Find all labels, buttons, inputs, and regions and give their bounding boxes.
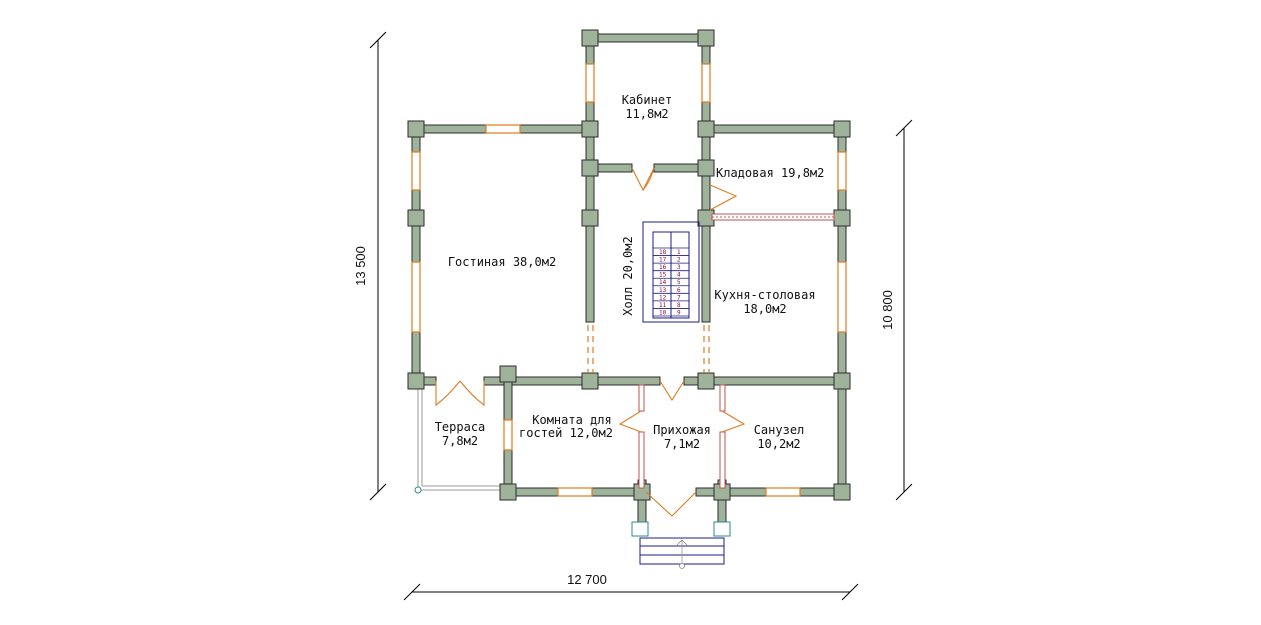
room-labels: Кабинет 11,8м2 Кладовая 19,8м2 Гостиная … — [435, 93, 825, 451]
stair-step-number: 10 — [659, 309, 667, 316]
terrace-outline — [414, 388, 506, 494]
room-kladovaya: Кладовая 19,8м2 — [716, 166, 824, 180]
room-terrasa-name: Терраса — [435, 420, 486, 434]
room-komnata-line1: Комната для — [532, 413, 611, 427]
wall-corners — [407, 29, 851, 501]
stair-step-number: 14 — [659, 279, 667, 286]
room-sanuzel-area: 10,2м2 — [757, 437, 800, 451]
entrance-steps — [631, 521, 731, 569]
dimension-labels: 12 700 13 500 10 800 — [353, 246, 895, 587]
stair-step-number: 1 — [677, 249, 681, 256]
stair-step-number: 8 — [677, 302, 681, 309]
dimension-height-right: 10 800 — [880, 290, 895, 330]
stair-step-number: 4 — [677, 272, 681, 279]
room-sanuzel-name: Санузел — [754, 423, 805, 437]
room-prihozhaya-name: Прихожая — [653, 423, 711, 437]
room-kabinet-name: Кабинет — [622, 93, 673, 107]
pantry-partition — [711, 213, 835, 221]
room-komnata-line2: гостей 12,0м2 — [519, 426, 613, 440]
stair-step-number: 18 — [659, 249, 667, 256]
room-prihozhaya-area: 7,1м2 — [664, 437, 700, 451]
archways — [587, 325, 710, 373]
stair-step-number: 2 — [677, 257, 681, 264]
stair-step-number: 6 — [677, 287, 681, 294]
stair-step-number: 9 — [677, 309, 681, 316]
room-holl: Холл 20,0м2 — [621, 236, 635, 315]
room-kabinet-area: 11,8м2 — [625, 107, 668, 121]
room-kuhnya-name: Кухня-столовая — [714, 288, 815, 302]
stair-step-number: 13 — [659, 287, 667, 294]
stair-step-number: 17 — [659, 257, 667, 264]
room-terrasa-area: 7,8м2 — [442, 434, 478, 448]
stair-step-number: 11 — [659, 302, 667, 309]
windows — [411, 63, 847, 497]
room-gostinaya: Гостиная 38,0м2 — [448, 255, 556, 269]
stair-step-number: 15 — [659, 272, 667, 279]
stair-step-number: 3 — [677, 264, 681, 271]
room-kuhnya-area: 18,0м2 — [743, 302, 786, 316]
stair-step-number: 16 — [659, 264, 667, 271]
stair-step-number: 7 — [677, 294, 681, 301]
dimension-height-left: 13 500 — [353, 246, 368, 286]
doors — [435, 167, 746, 517]
stair-step-number: 12 — [659, 294, 667, 301]
dimension-width: 12 700 — [567, 572, 607, 587]
dimension-lines — [369, 31, 913, 601]
stair-step-number: 5 — [677, 279, 681, 286]
